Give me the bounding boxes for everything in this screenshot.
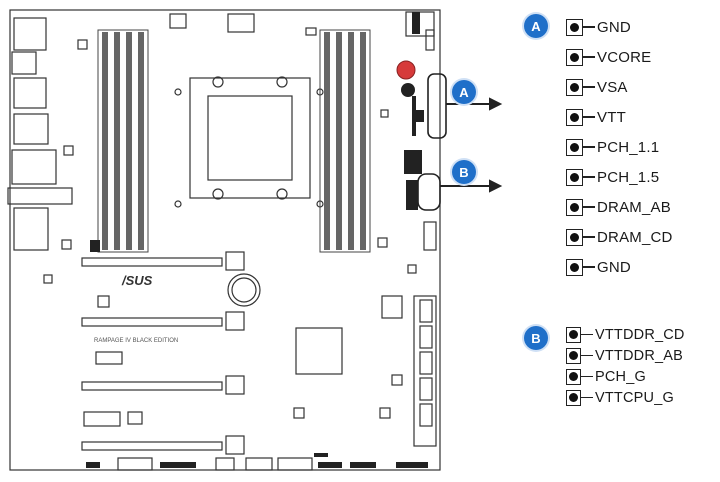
- pin-label: VTTDDR_CD: [595, 326, 685, 343]
- power-button: [396, 60, 416, 80]
- rear-io-port: [13, 17, 47, 51]
- pin-square: [566, 138, 583, 156]
- dimm-slots-left: [102, 32, 144, 250]
- pin-square: [566, 48, 583, 66]
- rear-io-port: [11, 149, 57, 185]
- pin-label: VCORE: [597, 48, 652, 66]
- pin-row: VSA: [566, 72, 673, 102]
- pin-row: VCORE: [566, 42, 673, 72]
- badge-a-board: A: [452, 80, 476, 104]
- dimm-slots-right: [324, 32, 366, 250]
- badge-b-board: B: [452, 160, 476, 184]
- pcie-slot: [81, 317, 223, 327]
- pin-row: GND: [566, 12, 673, 42]
- pin-square: [566, 347, 581, 364]
- pin-list-b: VTTDDR_CD VTTDDR_AB PCH_G VTTCPU_G: [566, 324, 685, 408]
- pin-row: GND: [566, 252, 673, 282]
- pcie-slot: [81, 441, 223, 451]
- rear-io-port: [7, 187, 73, 205]
- reset-button: [401, 83, 415, 97]
- pin-square: [566, 108, 583, 126]
- cpu-socket: [189, 77, 311, 199]
- pin-label: PCH_1.5: [597, 168, 660, 186]
- pin-label: GND: [597, 18, 631, 36]
- pin-label: GND: [597, 258, 631, 276]
- pin-label: VTT: [597, 108, 626, 126]
- pin-square: [566, 368, 581, 385]
- rear-io-port: [13, 77, 47, 109]
- pin-square: [566, 168, 583, 186]
- pin-row: PCH_G: [566, 366, 685, 387]
- pin-label: PCH_G: [595, 368, 646, 385]
- pin-square: [566, 78, 583, 96]
- pin-row: VTTDDR_AB: [566, 345, 685, 366]
- rear-io-port: [11, 51, 37, 75]
- pin-row: VTTDDR_CD: [566, 324, 685, 345]
- rear-io-port: [13, 207, 49, 251]
- badge-a-legend: A: [524, 14, 548, 38]
- pin-square: [566, 326, 581, 343]
- pin-row: PCH_1.5: [566, 162, 673, 192]
- pin-label: DRAM_AB: [597, 198, 671, 216]
- pcie-slot: [81, 381, 223, 391]
- rear-io-port: [13, 113, 49, 145]
- probelt-header-a: [427, 73, 447, 139]
- pin-square: [566, 198, 583, 216]
- pin-label: VTTCPU_G: [595, 389, 674, 406]
- pin-label: VSA: [597, 78, 628, 96]
- pin-label: PCH_1.1: [597, 138, 660, 156]
- pcie-slot: [81, 257, 223, 267]
- pin-row: DRAM_AB: [566, 192, 673, 222]
- probelt-header-b: [417, 173, 441, 211]
- pin-row: VTTCPU_G: [566, 387, 685, 408]
- power-connector: [227, 13, 255, 33]
- chipset: [295, 327, 343, 375]
- pin-row: DRAM_CD: [566, 222, 673, 252]
- board-model-text: RAMPAGE IV BLACK EDITION: [94, 338, 178, 344]
- board-outline: [9, 9, 441, 471]
- pin-row: VTT: [566, 102, 673, 132]
- pin-label: DRAM_CD: [597, 228, 673, 246]
- pin-label: VTTDDR_AB: [595, 347, 684, 364]
- badge-b-legend: B: [524, 326, 548, 350]
- pin-square: [566, 18, 583, 36]
- pin-row: PCH_1.1: [566, 132, 673, 162]
- pin-square: [566, 228, 583, 246]
- power-connector: [169, 13, 187, 29]
- pin-square: [566, 389, 581, 406]
- pin-square: [566, 258, 583, 276]
- pin-list-a: GND VCORE VSA VTT PCH_1.1 PCH_1.5 DRAM_A…: [566, 12, 673, 282]
- board-brand-logo: /SUS: [121, 273, 153, 288]
- cmos-battery: [227, 273, 261, 307]
